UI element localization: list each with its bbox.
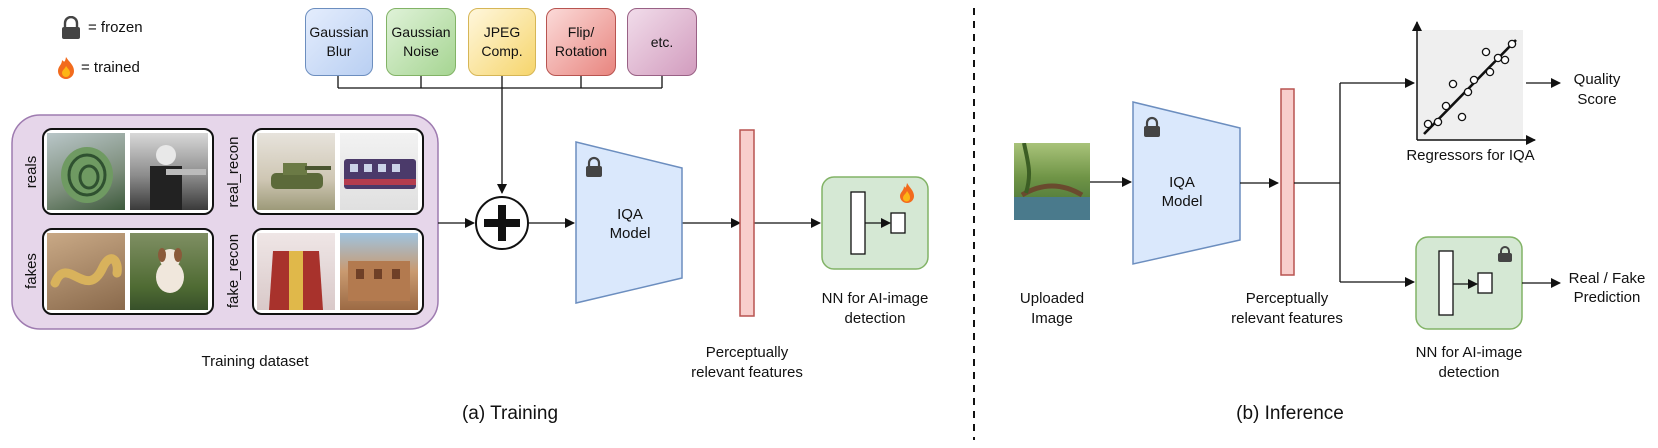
lock-icon bbox=[586, 156, 602, 177]
features-label-line: relevant features bbox=[691, 364, 803, 381]
real-recon-label: real_recon bbox=[225, 136, 242, 208]
training-iqa-label: IQA Model bbox=[590, 205, 670, 243]
sum-node bbox=[475, 196, 529, 250]
augmentation-label: etc. bbox=[650, 33, 674, 50]
nn-label-line: detection bbox=[1438, 364, 1500, 381]
fakes-label: fakes bbox=[23, 253, 40, 289]
augmentation-jpeg-comp: JPEG Comp. bbox=[468, 8, 536, 76]
augmentation-label: JPEG bbox=[483, 24, 521, 40]
iqa-label-line: Model bbox=[609, 225, 651, 242]
nn-label-line: NN for AI-image bbox=[1415, 344, 1523, 361]
augmentation-flip-rotation: Flip/Rotation bbox=[546, 8, 616, 76]
nn-label-line: detection bbox=[844, 310, 906, 327]
inference-features-bar bbox=[1280, 88, 1295, 276]
augmentation-label: Gaussian bbox=[391, 24, 451, 40]
fake-image-dog bbox=[130, 233, 208, 310]
inference-nn-label: NN for AI-image detection bbox=[1396, 343, 1542, 383]
fake-recon-label: fake_recon bbox=[225, 233, 242, 309]
iqa-label-line: IQA bbox=[617, 206, 643, 223]
iqa-label-line: Model bbox=[1161, 193, 1203, 210]
quality-score-label: Quality Score bbox=[1562, 70, 1632, 110]
training-iqa-model bbox=[575, 141, 683, 304]
prediction-label-line: Real / Fake bbox=[1568, 270, 1646, 287]
uploaded-image-bridge bbox=[1014, 143, 1090, 220]
augmentation-connectors bbox=[337, 76, 663, 194]
augmentation-label: Comp. bbox=[481, 43, 523, 59]
inference-caption: (b) Inference bbox=[1236, 403, 1344, 424]
training-nn-label: NN for AI-image detection bbox=[805, 289, 945, 329]
nn-label-line: NN for AI-image bbox=[821, 290, 929, 307]
fake-recon-image-ruins bbox=[340, 233, 418, 310]
uploaded-image-label: Uploaded Image bbox=[1002, 289, 1102, 329]
features-label-line: relevant features bbox=[1231, 310, 1343, 327]
lock-icon bbox=[62, 16, 80, 39]
real-recon-image-tank bbox=[257, 133, 335, 210]
features-label-line: Perceptually bbox=[1245, 290, 1329, 307]
uploaded-label-line: Image bbox=[1031, 310, 1073, 327]
reals-label: reals bbox=[23, 155, 40, 189]
inference-iqa-model bbox=[1132, 101, 1241, 265]
real-image-nautilus bbox=[47, 133, 125, 210]
quality-label-line: Quality bbox=[1573, 71, 1621, 88]
lock-icon bbox=[1498, 246, 1512, 262]
prediction-label-line: Prediction bbox=[1573, 289, 1641, 306]
training-features-bar bbox=[739, 129, 755, 317]
training-features-label: Perceptually relevant features bbox=[672, 343, 822, 383]
legend-trained-label: = trained bbox=[81, 59, 140, 76]
training-dataset-caption: Training dataset bbox=[201, 353, 309, 370]
augmentation-label: Blur bbox=[326, 43, 352, 59]
inference-iqa-label: IQA Model bbox=[1142, 173, 1222, 211]
training-caption: (a) Training bbox=[461, 403, 559, 424]
iqa-label-line: IQA bbox=[1169, 174, 1195, 191]
quality-label-line: Score bbox=[1577, 91, 1617, 108]
flame-icon bbox=[900, 183, 914, 203]
inference-features-label: Perceptually relevant features bbox=[1212, 289, 1362, 329]
uploaded-label-line: Uploaded bbox=[1019, 290, 1085, 307]
fake-recon-image-vestment bbox=[257, 233, 335, 310]
lock-icon bbox=[1144, 116, 1160, 137]
regressor-scatter-plot bbox=[1412, 21, 1536, 145]
regressors-label: Regressors for IQA bbox=[1406, 147, 1535, 164]
real-recon-image-train bbox=[340, 133, 418, 210]
fake-image-snake bbox=[47, 233, 125, 310]
flame-icon bbox=[58, 57, 74, 79]
prediction-label: Real / Fake Prediction bbox=[1560, 269, 1654, 307]
augmentation-label: Flip/ bbox=[567, 24, 595, 40]
augmentation-label: Noise bbox=[403, 43, 439, 59]
real-image-trombone bbox=[130, 133, 208, 210]
legend-frozen-label: = frozen bbox=[88, 19, 143, 36]
features-label-line: Perceptually bbox=[705, 344, 789, 361]
augmentation-label: Rotation bbox=[554, 43, 608, 59]
augmentation-etc: etc. bbox=[627, 8, 697, 76]
augmentation-label: Gaussian bbox=[309, 24, 369, 40]
